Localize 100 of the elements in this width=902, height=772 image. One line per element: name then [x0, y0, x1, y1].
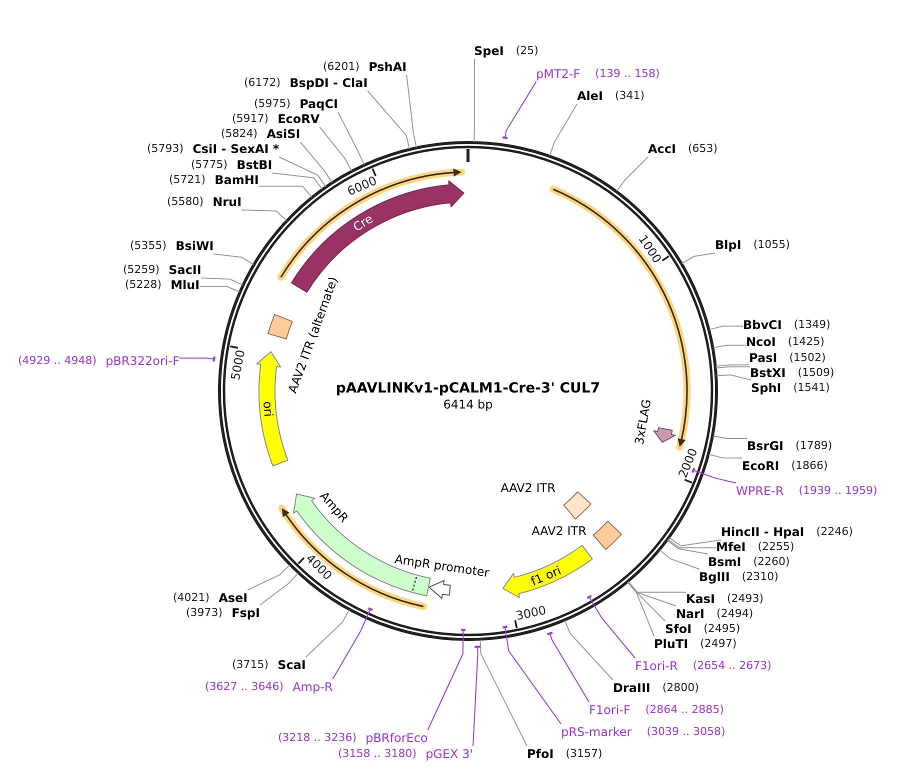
primer-site-mark [502, 626, 508, 629]
enzyme-name: PshAI [368, 60, 407, 74]
cut-position: (2493) [727, 592, 764, 606]
primer-name: WPRE-R [736, 484, 784, 498]
enzyme-name: BsmI [708, 555, 742, 569]
cut-position: (1055) [753, 238, 790, 252]
cut-position: (6172) [244, 76, 281, 90]
leader-line [200, 278, 244, 286]
enzyme-name: KasI [686, 592, 716, 606]
cut-position: (1789) [796, 439, 832, 453]
enzyme-name: EcoRV [278, 112, 320, 126]
enzyme-name: PluTI [654, 637, 688, 651]
leader-line [427, 630, 464, 730]
scale-label: 2000 [675, 446, 700, 480]
primer-range: (2654 .. 2673) [692, 659, 772, 673]
primer-name: Amp-R [292, 680, 333, 694]
primer-range: (1939 .. 1959) [798, 484, 878, 498]
leader-line [716, 374, 752, 380]
enzyme-name: HincII - HpaI [721, 525, 804, 539]
cut-position: (3973) [186, 606, 223, 620]
primer-site-mark [474, 646, 480, 648]
cut-position: (4021) [173, 591, 210, 605]
primer-name: pMT2-F [536, 67, 580, 81]
leader-line [278, 156, 326, 188]
cut-position: (5775) [191, 158, 228, 172]
cut-position: (6201) [323, 60, 360, 74]
leader-line [550, 634, 590, 702]
scale-label: 3000 [514, 603, 548, 624]
enzyme-name: NcoI [746, 335, 776, 349]
leader-line [681, 252, 716, 264]
leader-line [715, 364, 750, 367]
leader-line [241, 210, 287, 222]
cut-position: (2494) [716, 607, 754, 621]
leader-line [549, 104, 578, 156]
cut-position: (5824) [221, 127, 258, 141]
cut-position: (2495) [704, 622, 740, 636]
cut-position: (5355) [130, 239, 167, 253]
feature-label: AAV2 ITR [500, 481, 556, 495]
leader-line [694, 470, 736, 484]
leader-line [367, 90, 410, 150]
leader-line [179, 358, 214, 360]
cut-position: (5793) [147, 142, 184, 156]
cut-position: (3157) [566, 747, 602, 761]
cut-position: (5259) [123, 263, 160, 277]
primer-site-mark [547, 632, 553, 636]
leader-line [474, 58, 475, 143]
leader-line [659, 549, 700, 570]
cut-position: (5580) [167, 195, 204, 209]
leader-line [628, 581, 686, 593]
leader-line [247, 564, 290, 590]
leader-line [504, 82, 536, 138]
cut-position: (1502) [789, 351, 826, 365]
enzyme-name: MluI [170, 278, 200, 292]
enzyme-name: FspI [232, 606, 260, 620]
leader-line [708, 326, 744, 330]
enzyme-name: CsiI - SexAI * [192, 142, 280, 156]
primer-name: F1ori-R [635, 659, 678, 673]
leader-line [708, 454, 742, 458]
enzyme-name: BstXI [750, 366, 786, 380]
plasmid-size: 6414 bp [443, 396, 493, 414]
feature-label: Cre [350, 212, 376, 234]
enzyme-name: BbvCI [743, 318, 782, 332]
leader-line [715, 366, 750, 368]
leader-line [666, 540, 708, 554]
primer-range: (4929 .. 4948) [18, 354, 97, 368]
primer-site-mark [461, 628, 466, 632]
enzyme-name: NruI [212, 195, 242, 209]
cut-position: (2255) [758, 540, 794, 554]
enzyme-name: AccI [648, 142, 676, 156]
enzyme-name: SfoI [665, 622, 692, 636]
leader-line [712, 436, 748, 440]
leader-line [300, 142, 332, 183]
leader-line [338, 112, 365, 166]
enzyme-name: BsiWI [176, 239, 214, 253]
enzyme-name: BsrGI [747, 439, 784, 453]
cut-position: (2310) [742, 570, 778, 584]
leader-line [627, 582, 654, 636]
leader-line [480, 639, 528, 746]
enzyme-name: PaqCI [300, 97, 338, 111]
leader-line [272, 172, 323, 190]
enzyme-name: BamHI [214, 173, 259, 187]
primer-site-mark [368, 607, 373, 612]
enzyme-name: EcoRI [742, 459, 780, 473]
leader-line [564, 620, 614, 680]
cut-position: (341) [615, 89, 645, 103]
leader-line [332, 610, 370, 680]
cut-position: (2800) [662, 681, 699, 695]
cut-position: (2260) [753, 555, 790, 569]
feature-label: AAV2 ITR [532, 524, 586, 538]
feature-label: AmpR promoter [394, 552, 490, 580]
cut-position: (5721) [169, 173, 206, 187]
enzyme-name: BlpI [715, 238, 742, 252]
leader-line [668, 537, 722, 546]
leader-line [589, 597, 636, 658]
enzyme-name: PasI [749, 351, 778, 365]
cut-position: (2246) [816, 525, 853, 539]
enzyme-name: DraIII [613, 681, 650, 695]
primer-name: pBR322ori-F [106, 354, 180, 368]
enzyme-name: BstBI [236, 158, 272, 172]
cut-position: (1866) [791, 459, 828, 473]
